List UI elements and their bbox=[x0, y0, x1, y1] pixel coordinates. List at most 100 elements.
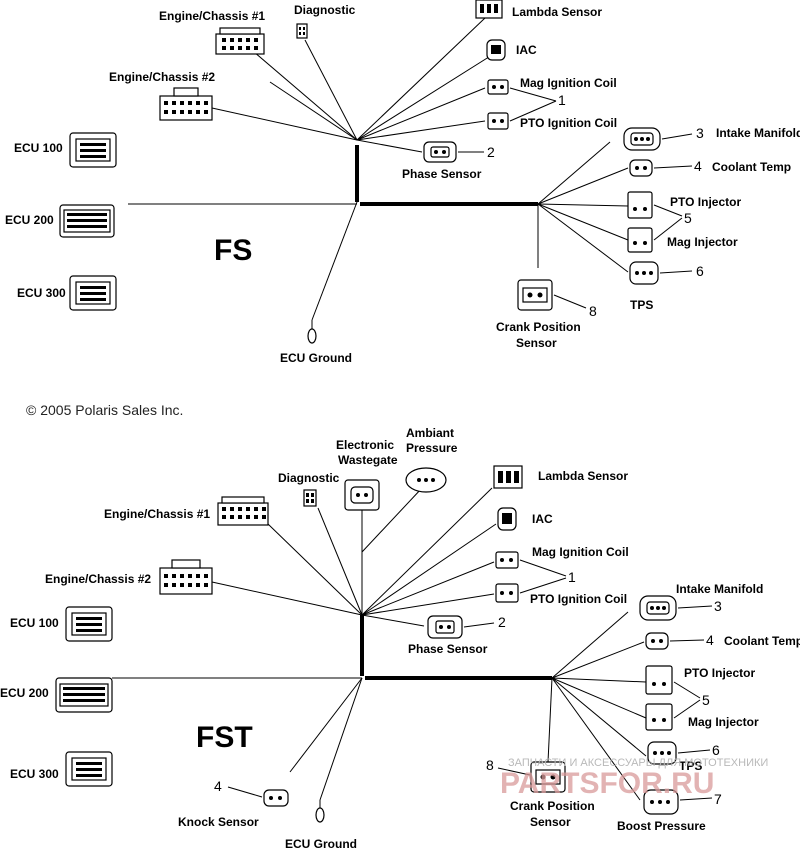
fst-wire-coolant bbox=[551, 641, 645, 679]
fst-ecu300-label: ECU 300 bbox=[10, 767, 59, 781]
fst-title: FST bbox=[196, 721, 253, 754]
fst-phase-sensor-label: Phase Sensor bbox=[408, 642, 488, 656]
copyright-text: © 2005 Polaris Sales Inc. bbox=[26, 402, 183, 418]
fst-mag-injector-label: Mag Injector bbox=[688, 715, 759, 729]
fst-wire-pto-coil bbox=[361, 593, 495, 616]
fs-coolant-temp-connector bbox=[629, 159, 653, 177]
fst-lambda-connector bbox=[493, 465, 523, 489]
fs-crank-position-label: Crank Position bbox=[496, 320, 581, 334]
fst-boost-pressure-connector bbox=[643, 789, 679, 815]
fst-intake-manifold-connector bbox=[639, 595, 677, 621]
fst-callout-6-leader bbox=[677, 749, 711, 754]
fst-callout-knock-leader bbox=[227, 786, 263, 798]
fs-mag-coil-connector bbox=[487, 79, 509, 95]
fs-iac-label: IAC bbox=[516, 43, 537, 57]
fs-wire-mag-coil bbox=[356, 87, 486, 141]
fs-pto-injector-label: PTO Injector bbox=[670, 195, 741, 209]
fst-wire-ground bbox=[319, 677, 363, 801]
fst-engine-chassis-1-label: Engine/Chassis #1 bbox=[104, 507, 210, 521]
fst-callout-4: 4 bbox=[706, 632, 714, 648]
fst-callout-knock: 4 bbox=[214, 778, 222, 794]
fs-ecu-ground-terminal bbox=[307, 320, 317, 344]
fst-crank-position-connector bbox=[530, 761, 566, 793]
fst-ambiant-pressure-label-2: Pressure bbox=[406, 441, 458, 455]
fs-callout-5-leader-a bbox=[653, 204, 683, 217]
fst-wastegate-label: Electronic bbox=[336, 438, 394, 452]
fst-callout-7-leader bbox=[679, 797, 713, 801]
fs-mag-ignition-coil-label: Mag Ignition Coil bbox=[520, 76, 617, 90]
fs-callout-1-leader-a bbox=[509, 87, 557, 102]
fst-ecu-ground-label: ECU Ground bbox=[285, 837, 357, 849]
fst-knock-sensor-label: Knock Sensor bbox=[178, 815, 259, 829]
fs-wire-pto-inj bbox=[537, 203, 629, 207]
fs-callout-6: 6 bbox=[696, 263, 704, 279]
fs-diagram: Engine/Chassis #1 Diagnostic Lambda Sens… bbox=[5, 0, 800, 365]
fst-wastegate-label-2: Wastegate bbox=[338, 453, 398, 467]
fs-engine-chassis-2-label: Engine/Chassis #2 bbox=[109, 70, 215, 84]
fs-crank-position-label-2: Sensor bbox=[516, 336, 557, 350]
fst-ecu-ground-terminal bbox=[315, 800, 325, 823]
fst-callout-1-leader-a bbox=[519, 559, 567, 577]
fst-wire-lambda bbox=[361, 487, 493, 616]
fs-ecu300-label: ECU 300 bbox=[17, 286, 66, 300]
watermark-logo: PARTSFOR.RU bbox=[500, 767, 714, 800]
fst-ecu300-connector bbox=[65, 751, 113, 787]
fst-wire-iac bbox=[361, 523, 497, 616]
fst-tps-label: TPS bbox=[679, 759, 702, 773]
fst-tps-connector bbox=[647, 741, 677, 765]
fst-engine-chassis-2-connector bbox=[159, 559, 213, 595]
fs-wire-diagnostic bbox=[304, 39, 358, 141]
fst-callout-4-leader bbox=[669, 639, 705, 642]
fst-callout-8: 8 bbox=[486, 757, 494, 773]
fst-callout-3-leader bbox=[677, 605, 713, 609]
fs-callout-5: 5 bbox=[684, 210, 692, 226]
fs-wire-pto-coil bbox=[356, 120, 486, 141]
fst-coolant-temp-connector bbox=[645, 632, 669, 650]
fst-callout-2: 2 bbox=[498, 614, 506, 630]
fst-wire-engine-chassis-2 bbox=[211, 581, 363, 616]
fst-crank-position-label: Crank Position bbox=[510, 799, 595, 813]
fst-callout-2-leader bbox=[463, 622, 495, 628]
fst-wire-knock bbox=[289, 677, 363, 773]
fs-wire-ground bbox=[311, 201, 358, 321]
fst-wire-diagnostic bbox=[317, 507, 363, 616]
fst-callout-5: 5 bbox=[702, 692, 710, 708]
fs-ecu-ground-label: ECU Ground bbox=[280, 351, 352, 365]
fst-wire-ambiant bbox=[361, 487, 423, 553]
fst-diagnostic-label: Diagnostic bbox=[278, 471, 340, 485]
fs-callout-8-leader bbox=[553, 294, 587, 309]
fs-title: FS bbox=[214, 234, 252, 267]
fst-iac-label: IAC bbox=[532, 512, 553, 526]
fs-pto-ignition-coil-label: PTO Ignition Coil bbox=[520, 116, 617, 130]
fs-wire-engine-chassis-2 bbox=[211, 107, 358, 141]
fs-lambda-connector bbox=[475, 0, 503, 19]
fs-wire-extra bbox=[269, 81, 358, 141]
fst-pto-injector-connector bbox=[645, 665, 673, 695]
fst-callout-1-leader-b bbox=[519, 577, 567, 594]
fs-diagnostic-connector bbox=[296, 23, 308, 39]
fst-wire-crank bbox=[547, 677, 553, 763]
fst-ecu100-connector bbox=[65, 606, 113, 642]
fs-pto-coil-connector bbox=[487, 112, 509, 130]
fst-wire-boost bbox=[551, 677, 641, 801]
fs-wire-intake bbox=[537, 141, 611, 205]
fs-callout-2: 2 bbox=[487, 144, 495, 160]
fs-callout-8: 8 bbox=[589, 303, 597, 319]
fst-boost-pressure-label: Boost Pressure bbox=[617, 819, 706, 833]
fs-wire-phase bbox=[356, 139, 423, 153]
fst-engine-chassis-1-connector bbox=[217, 496, 269, 526]
watermark: ЗАПЧАСТИ И АКСЕССУАРЫ ДЛЯ МОТОТЕХНИКИ PA… bbox=[500, 757, 768, 800]
fst-ecu100-label: ECU 100 bbox=[10, 616, 59, 630]
fst-wire-pto-inj bbox=[551, 677, 647, 683]
fst-pto-injector-label: PTO Injector bbox=[684, 666, 755, 680]
fs-ecu200-label: ECU 200 bbox=[5, 213, 54, 227]
fs-engine-chassis-2-connector bbox=[159, 87, 213, 121]
fs-callout-3: 3 bbox=[696, 125, 704, 141]
fs-diagnostic-label: Diagnostic bbox=[294, 3, 356, 17]
fst-ambiant-pressure-label: Ambiant bbox=[406, 426, 454, 440]
fs-wire-engine-chassis-1 bbox=[239, 39, 358, 141]
fst-ambiant-pressure-connector bbox=[405, 467, 447, 493]
fs-tps-connector bbox=[629, 261, 659, 285]
fs-pto-injector-connector bbox=[627, 191, 653, 219]
